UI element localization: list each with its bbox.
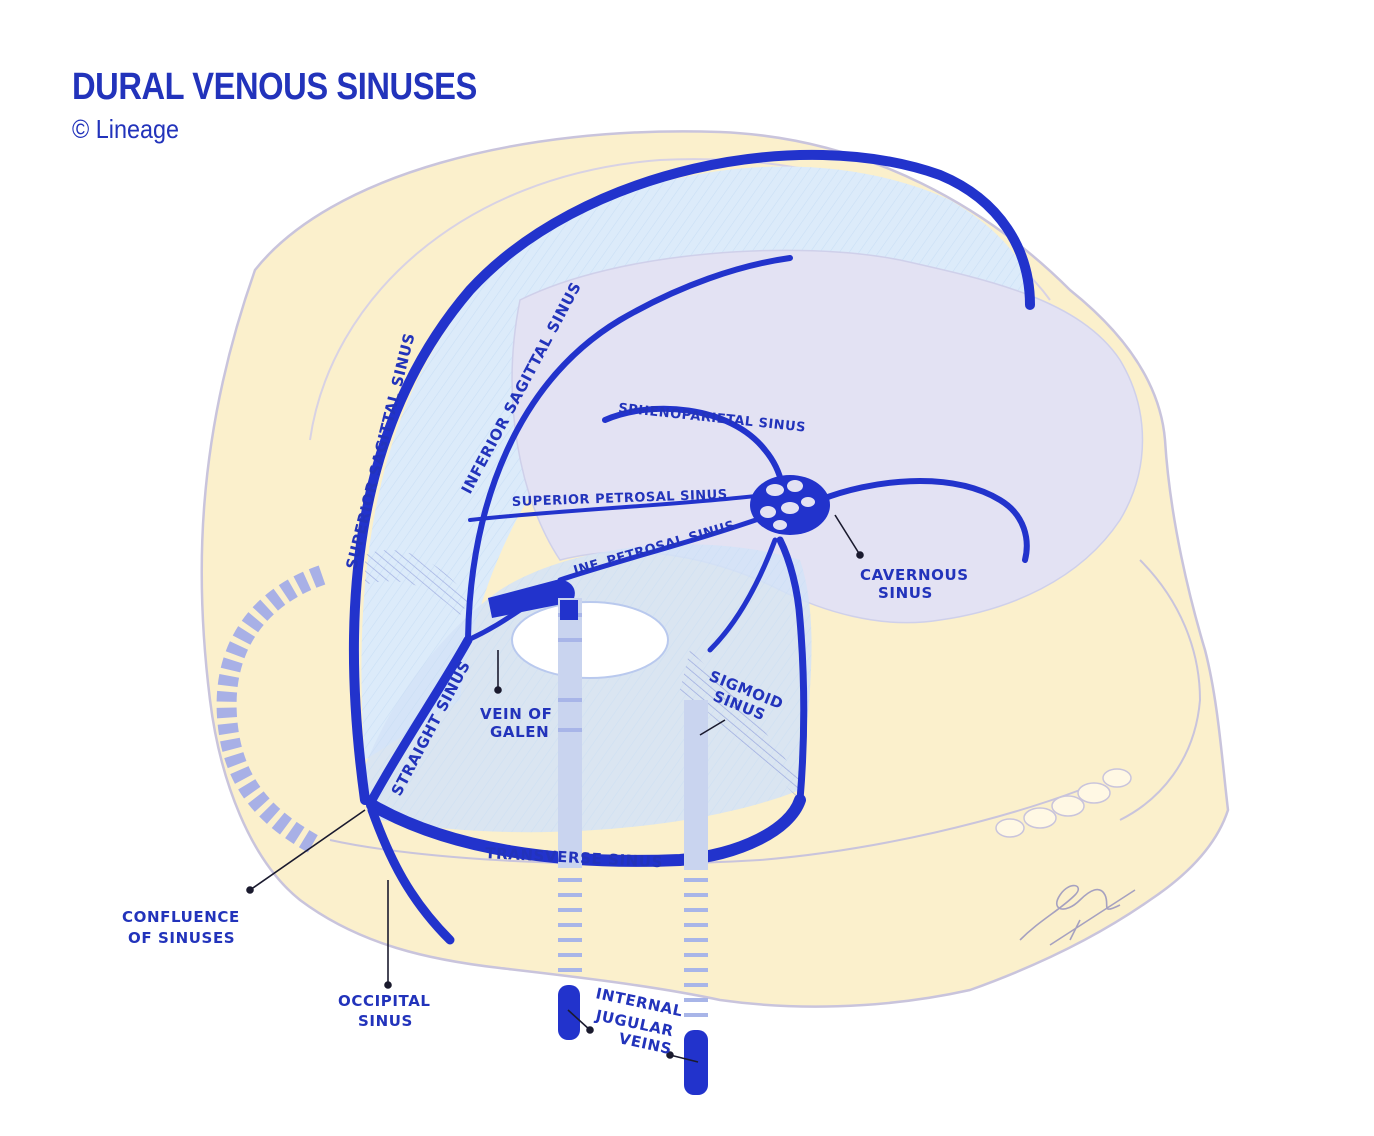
sphenoparietal-sinus (602, 405, 785, 488)
internal-jugular-veins (558, 598, 708, 1095)
cavernous-extension (817, 478, 1030, 563)
label-vein-galen-1: VEIN OF (480, 705, 552, 723)
label-cavernous-1: CAVERNOUS (860, 566, 969, 584)
emissary-vein (216, 565, 326, 854)
sigmoid-sinus (776, 536, 808, 804)
page-title: DURAL VENOUS SINUSES (72, 66, 477, 108)
leader-lines (246, 514, 864, 1063)
cerebral-hemisphere (511, 249, 1144, 624)
sinus-network (348, 149, 1035, 945)
straight-sinus (367, 635, 473, 805)
inferior-sagittal-sinus (465, 255, 793, 643)
occipital-sinus (367, 805, 455, 945)
credit-line: © Lineage (72, 114, 180, 144)
label-cavernous-2: SINUS (878, 584, 933, 602)
label-confluence-2: OF SINUSES (128, 929, 235, 947)
petrosal-to-sigmoid (707, 537, 778, 653)
label-confluence-1: CONFLUENCE (122, 908, 240, 926)
transverse-sinus (366, 794, 806, 867)
artist-signature-icon (1019, 884, 1136, 946)
tentorial-notch (511, 601, 669, 679)
teeth (995, 768, 1132, 838)
cavernous-sinus (750, 475, 830, 535)
sigmoid-groove (680, 650, 800, 800)
inferior-petrosal-sinus (557, 512, 773, 583)
cranial-base-plane (329, 789, 1081, 865)
label-occipital-1: OCCIPITAL (338, 992, 431, 1010)
superior-petrosal-sinus (468, 493, 767, 522)
label-occipital-2: SINUS (358, 1012, 413, 1030)
label-vein-galen-2: GALEN (490, 723, 549, 741)
dura-mater (360, 166, 1144, 833)
lateral-membrane (365, 550, 470, 615)
superior-sagittal-sinus (348, 149, 1035, 805)
vein-of-galen (488, 579, 575, 618)
jugular-right-bands (684, 878, 708, 1017)
orbit-outline (1119, 559, 1202, 821)
